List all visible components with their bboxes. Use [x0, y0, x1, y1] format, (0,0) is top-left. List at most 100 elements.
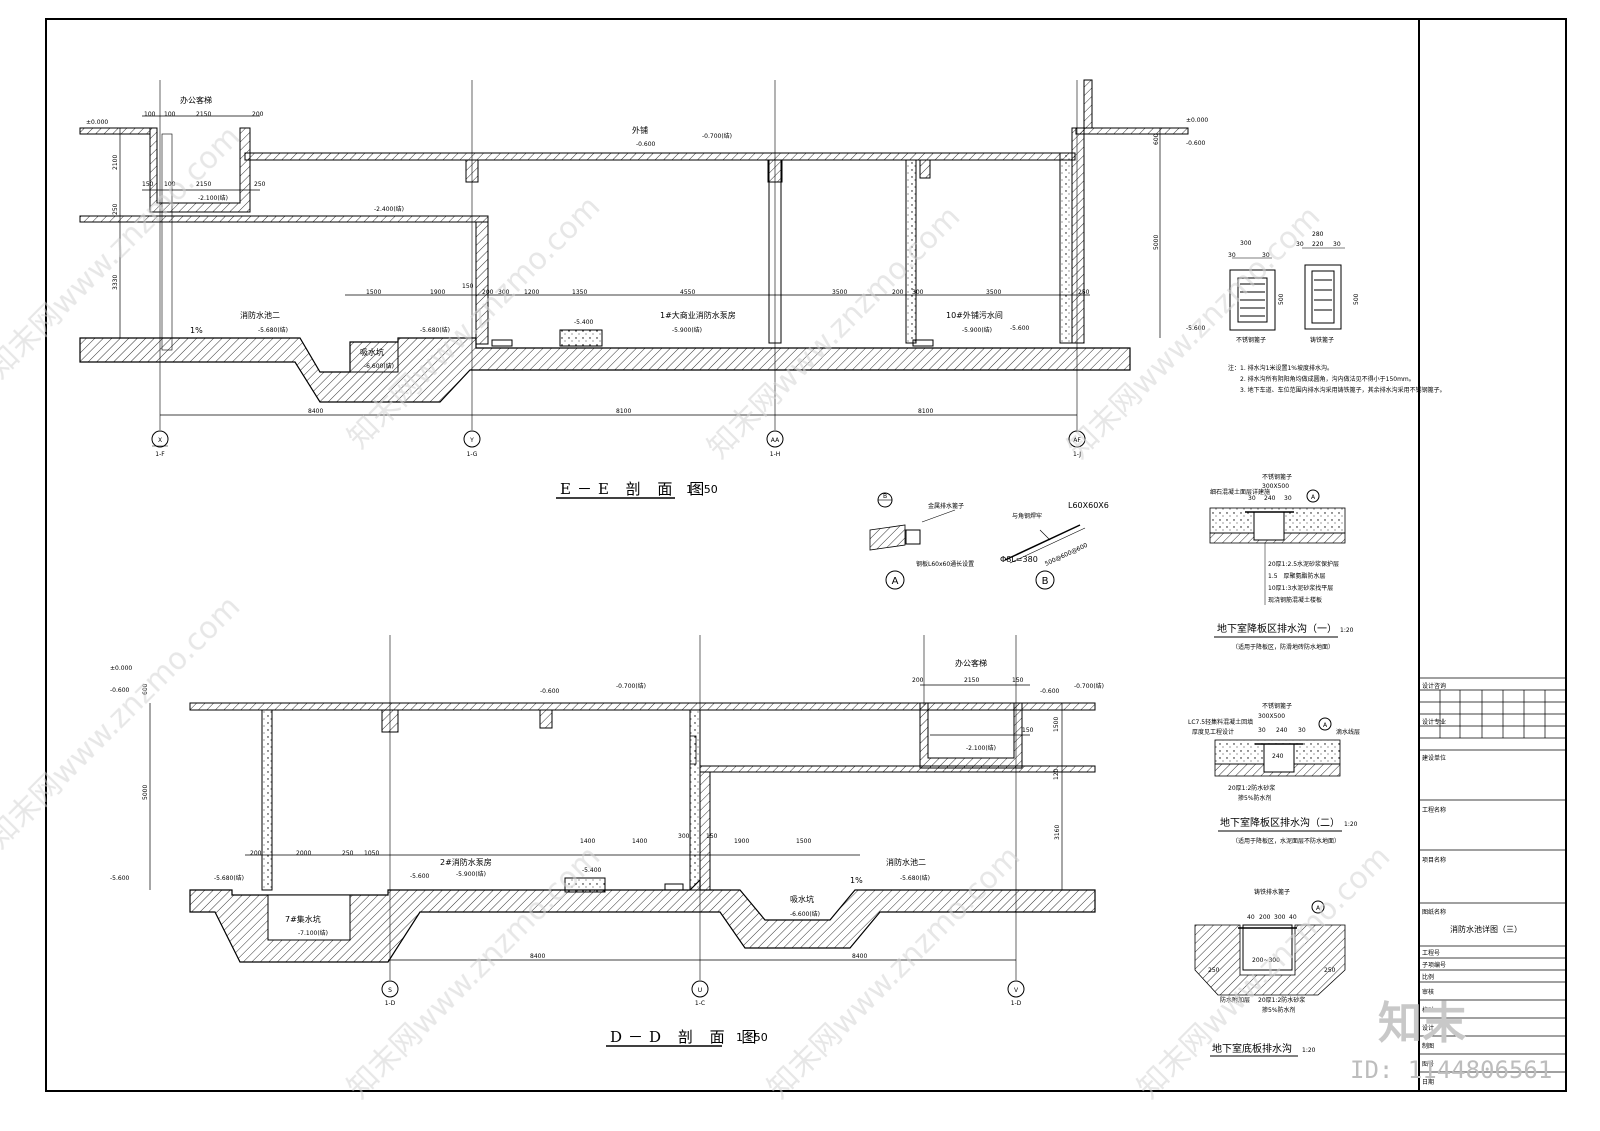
cast-iron-label: 铸铁篦子	[1310, 336, 1334, 344]
drain-3-side: 250	[1324, 967, 1336, 974]
drain-2-detail	[1214, 717, 1341, 777]
detail-a-circle-label: B	[883, 493, 887, 500]
drain-2-fill: LC7.5轻集料混凝土回填	[1188, 718, 1253, 726]
title-block-row: 设计咨询	[1422, 682, 1446, 690]
stainless-dim: 30	[1228, 252, 1236, 259]
ee-dim: 8100	[918, 408, 933, 415]
dd-level: -7.100(结)	[298, 929, 328, 937]
ee-dim: 3500	[832, 289, 847, 296]
svg-text:AA: AA	[771, 437, 780, 444]
drain-1-layer: 现浇钢筋混凝土楼板	[1268, 596, 1322, 604]
drain-3-grate: 铸铁排水篦子	[1254, 888, 1290, 896]
ee-level: -5.400	[574, 319, 594, 326]
ee-dim: 2150	[196, 181, 211, 188]
watermark-layer: 知末网www.znzmo.com 知末网www.znzmo.com 知末网www…	[0, 119, 1397, 1105]
detail-b-spacing: 500@600@600	[1044, 542, 1089, 568]
dd-level: -0.700(结)	[616, 682, 646, 690]
dd-level: -5.680(结)	[900, 874, 930, 882]
dd-level: -0.600	[1040, 688, 1060, 695]
title-block-row: 子项编号	[1422, 961, 1446, 969]
ee-axis-af: AF 1-J	[1068, 430, 1086, 458]
ee-dim: 200	[252, 111, 264, 118]
dd-axis-v: V 1-D	[1007, 980, 1025, 1007]
ee-slope: 1%	[190, 326, 203, 335]
ee-dim: 200	[482, 289, 494, 296]
title-block-row: 比例	[1422, 973, 1434, 981]
dd-level: -5.600	[410, 873, 430, 880]
dd-room-office-stair: 办公客梯	[955, 658, 987, 668]
drain-2-layer: 20厚1:2防水砂浆	[1228, 784, 1275, 792]
drain-2-edge: 滴水线层	[1336, 728, 1360, 736]
detail-b-angle: L60X60X6	[1068, 501, 1109, 510]
ee-room-suction-pit: 吸水坑	[360, 347, 384, 357]
section-dd	[149, 635, 1096, 980]
svg-text:1-G: 1-G	[467, 451, 478, 458]
ee-dim: 8100	[616, 408, 631, 415]
ee-dim: 200	[892, 289, 904, 296]
dd-level: -2.100(结)	[966, 744, 996, 752]
ee-dim: 250	[112, 203, 119, 215]
detail-a-marker: A	[892, 576, 899, 587]
ee-level: -5.600	[1010, 325, 1030, 332]
detail-b-weld: 与角钢焊牢	[1012, 512, 1042, 520]
drain-3-dim: 40	[1289, 914, 1297, 921]
ee-level: -0.600	[1186, 140, 1206, 147]
ee-room-pump-room: 1#大商业消防水泵房	[660, 310, 736, 320]
dd-level: -5.600	[110, 875, 130, 882]
dd-room-pool: 消防水池二	[886, 857, 926, 867]
dd-dim: 2150	[964, 677, 979, 684]
ee-dim: 3330	[112, 275, 119, 290]
drain-1-layer: 20厚1:2.5水泥砂浆保护层	[1268, 560, 1339, 568]
dd-dim: 150	[706, 833, 718, 840]
ee-level: ±0.000	[1186, 117, 1208, 124]
ee-axis-x: X 1-F	[151, 430, 169, 458]
dd-room-suction-pit: 吸水坑	[790, 894, 814, 904]
dd-dim: 1050	[364, 850, 379, 857]
ee-dim: 100	[164, 181, 176, 188]
svg-text:1-D: 1-D	[385, 1000, 396, 1007]
ee-dim: 600	[1153, 133, 1160, 145]
dd-dim: 150	[1012, 677, 1024, 684]
drain-1-grate: 不锈钢篦子	[1262, 473, 1292, 481]
drain-3-inner: 200~300	[1252, 957, 1280, 964]
ee-dim: 300	[912, 289, 924, 296]
dd-dim: 8400	[852, 953, 867, 960]
drain-1-dim: 240	[1264, 495, 1276, 502]
title-block-row: 设计专业	[1422, 718, 1446, 726]
ee-dim: 150	[462, 283, 474, 290]
ee-dim: 8400	[308, 408, 323, 415]
drain-2-finish: 厚度见工程设计	[1192, 728, 1234, 736]
ee-level: -2.100(结)	[198, 194, 228, 202]
ee-level: ±0.000	[86, 119, 108, 126]
ee-dim: 250	[1078, 289, 1090, 296]
drain-2-size: 300X500	[1258, 713, 1285, 720]
drain-2-note: （适用于降板区，水泥面层不防水地面）	[1232, 837, 1340, 845]
dd-level: -0.600	[110, 687, 130, 694]
dd-dim: 1900	[734, 838, 749, 845]
dd-room-pump-room: 2#消防水泵房	[440, 857, 492, 867]
dd-slope: 1%	[850, 876, 863, 885]
note-line: 3. 地下车道、车位范围内排水沟采用铸铁篦子，其余排水沟采用不锈钢篦子。	[1240, 386, 1446, 394]
svg-text:知末网www.znzmo.com: 知末网www.znzmo.com	[1061, 199, 1327, 465]
drain-2-layer: 掺5%防水剂	[1238, 794, 1272, 802]
dd-dim: 1400	[580, 838, 595, 845]
dd-room-sump: 7#集水坑	[285, 914, 321, 924]
dd-dim: 120	[1053, 768, 1060, 780]
title-block-row: 项目名称	[1422, 856, 1446, 864]
ee-level: -0.700(结)	[702, 132, 732, 140]
dd-dim: 250	[342, 850, 354, 857]
dd-dim: 600	[142, 683, 149, 695]
dd-level: -5.680(结)	[214, 874, 244, 882]
svg-text:知末网www.znzmo.com: 知末网www.znzmo.com	[701, 199, 967, 465]
drain-2-circle: A	[1323, 722, 1328, 729]
detail-b-marker: B	[1042, 576, 1049, 587]
ee-dim: 2150	[196, 111, 211, 118]
note-line: 2. 排水沟所有阴阳角均做成圆角，沟内做法见不得小于150mm。	[1240, 375, 1415, 383]
detail-a	[869, 492, 956, 590]
svg-text:知末网www.znzmo.com: 知末网www.znzmo.com	[761, 839, 1027, 1105]
dd-dim: 200	[250, 850, 262, 857]
svg-text:知末网www.znzmo.com: 知末网www.znzmo.com	[341, 839, 607, 1105]
svg-text:V: V	[1014, 987, 1019, 994]
drain-3-dim: 300	[1274, 914, 1286, 921]
stainless-label: 不锈钢篦子	[1236, 336, 1266, 344]
